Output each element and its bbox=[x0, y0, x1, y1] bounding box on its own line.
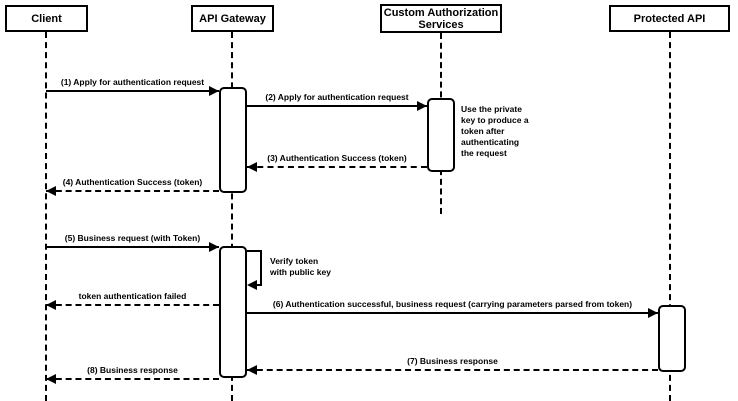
message-6-arrowhead bbox=[648, 308, 658, 318]
message-token-failed-line bbox=[46, 304, 219, 306]
activation-protected-api bbox=[658, 305, 686, 372]
message-5-arrowhead bbox=[209, 242, 219, 252]
actor-custom-authorization-services-label: Custom Authorization Services bbox=[383, 6, 499, 31]
self-message-vertical-line bbox=[260, 250, 262, 285]
message-8-label: (8) Business response bbox=[87, 365, 178, 375]
actor-api-gateway: API Gateway bbox=[191, 5, 274, 32]
self-message-label: Verify token with public key bbox=[270, 256, 331, 278]
note-line: the request bbox=[461, 148, 507, 158]
message-1-arrowhead bbox=[209, 86, 219, 96]
message-token-failed-label: token authentication failed bbox=[78, 291, 187, 301]
note-line: Use the private bbox=[461, 104, 522, 114]
message-8-arrowhead bbox=[46, 374, 56, 384]
note-private-key: Use the private key to produce a token a… bbox=[461, 104, 529, 159]
message-2-arrowhead bbox=[417, 101, 427, 111]
message-3-line bbox=[247, 166, 427, 168]
message-7-arrowhead bbox=[247, 365, 257, 375]
message-2-line bbox=[247, 105, 427, 107]
activation-custom-authorization-services bbox=[427, 98, 455, 172]
message-token-failed-arrowhead bbox=[46, 300, 56, 310]
message-3-arrowhead bbox=[247, 162, 257, 172]
actor-protected-api: Protected API bbox=[609, 5, 730, 32]
lifeline-protected-api bbox=[669, 32, 671, 401]
message-6-line bbox=[247, 312, 658, 314]
actor-client-label: Client bbox=[31, 12, 62, 25]
note-line: key to produce a bbox=[461, 115, 529, 125]
message-7-label: (7) Business response bbox=[407, 356, 498, 366]
message-5-label: (5) Business request (with Token) bbox=[64, 233, 201, 243]
actor-custom-authorization-services: Custom Authorization Services bbox=[380, 4, 502, 33]
message-2-label: (2) Apply for authentication request bbox=[265, 92, 409, 102]
lifeline-client bbox=[45, 32, 47, 401]
self-message-label-line: with public key bbox=[270, 267, 331, 277]
note-line: authenticating bbox=[461, 137, 520, 147]
note-line: token after bbox=[461, 126, 505, 136]
message-3-label: (3) Authentication Success (token) bbox=[267, 153, 407, 163]
message-8-line bbox=[46, 378, 219, 380]
actor-client: Client bbox=[5, 5, 88, 32]
lifeline-api-gateway bbox=[231, 32, 233, 401]
actor-api-gateway-label: API Gateway bbox=[199, 12, 266, 25]
activation-api-gateway-auth bbox=[219, 87, 247, 193]
message-7-line bbox=[247, 369, 658, 371]
self-message-arrowhead bbox=[247, 280, 257, 290]
self-message-top-line bbox=[247, 250, 262, 252]
actor-protected-api-label: Protected API bbox=[633, 12, 706, 25]
message-4-line bbox=[46, 190, 219, 192]
message-5-line bbox=[46, 246, 219, 248]
self-message-bottom-line bbox=[255, 284, 262, 286]
message-6-label: (6) Authentication successful, business … bbox=[272, 299, 633, 309]
message-4-label: (4) Authentication Success (token) bbox=[62, 177, 203, 187]
message-1-line bbox=[46, 90, 219, 92]
activation-api-gateway-business bbox=[219, 246, 247, 378]
message-1-label: (1) Apply for authentication request bbox=[60, 77, 205, 87]
message-4-arrowhead bbox=[46, 186, 56, 196]
self-message-label-line: Verify token bbox=[270, 256, 319, 266]
